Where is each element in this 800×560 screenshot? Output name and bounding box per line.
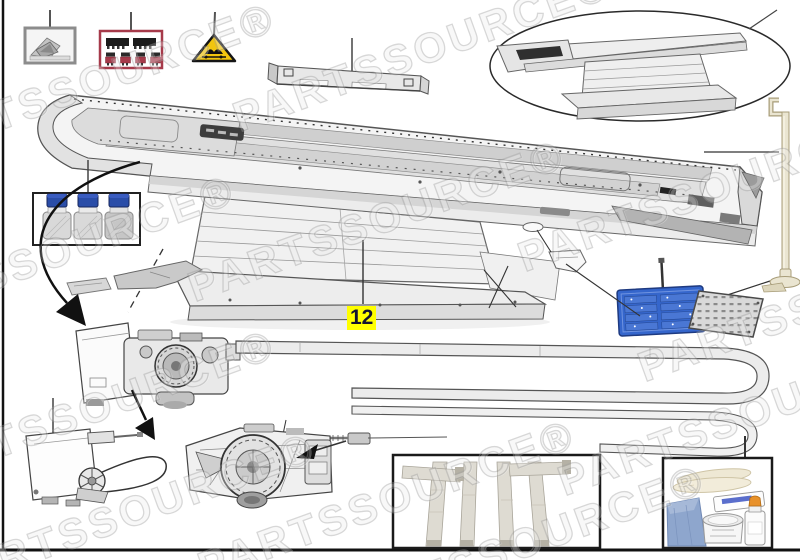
callout-12-label: 12 (347, 306, 377, 331)
callout-arrows (39, 160, 155, 440)
hardware-tray (616, 257, 706, 337)
accessory-rail (267, 38, 430, 95)
cleaning-kit (661, 436, 774, 550)
table-overview-inset (489, 9, 791, 122)
perforated-plate (688, 290, 764, 338)
transport-rail-loop (235, 340, 770, 457)
connector-label-icon (98, 12, 164, 70)
iv-pole (699, 97, 800, 305)
leader-lines (296, 229, 641, 459)
pinch-warning-icon (191, 11, 237, 63)
pulley-assembly (25, 398, 167, 507)
straps-kit (391, 453, 602, 550)
drive-unit-upper (75, 322, 241, 409)
drive-unit-lower (185, 419, 333, 509)
patient-table (37, 94, 765, 247)
head-cover-label-icon (23, 10, 77, 65)
mounting-brackets (66, 248, 204, 313)
bottle-kit (32, 160, 141, 246)
